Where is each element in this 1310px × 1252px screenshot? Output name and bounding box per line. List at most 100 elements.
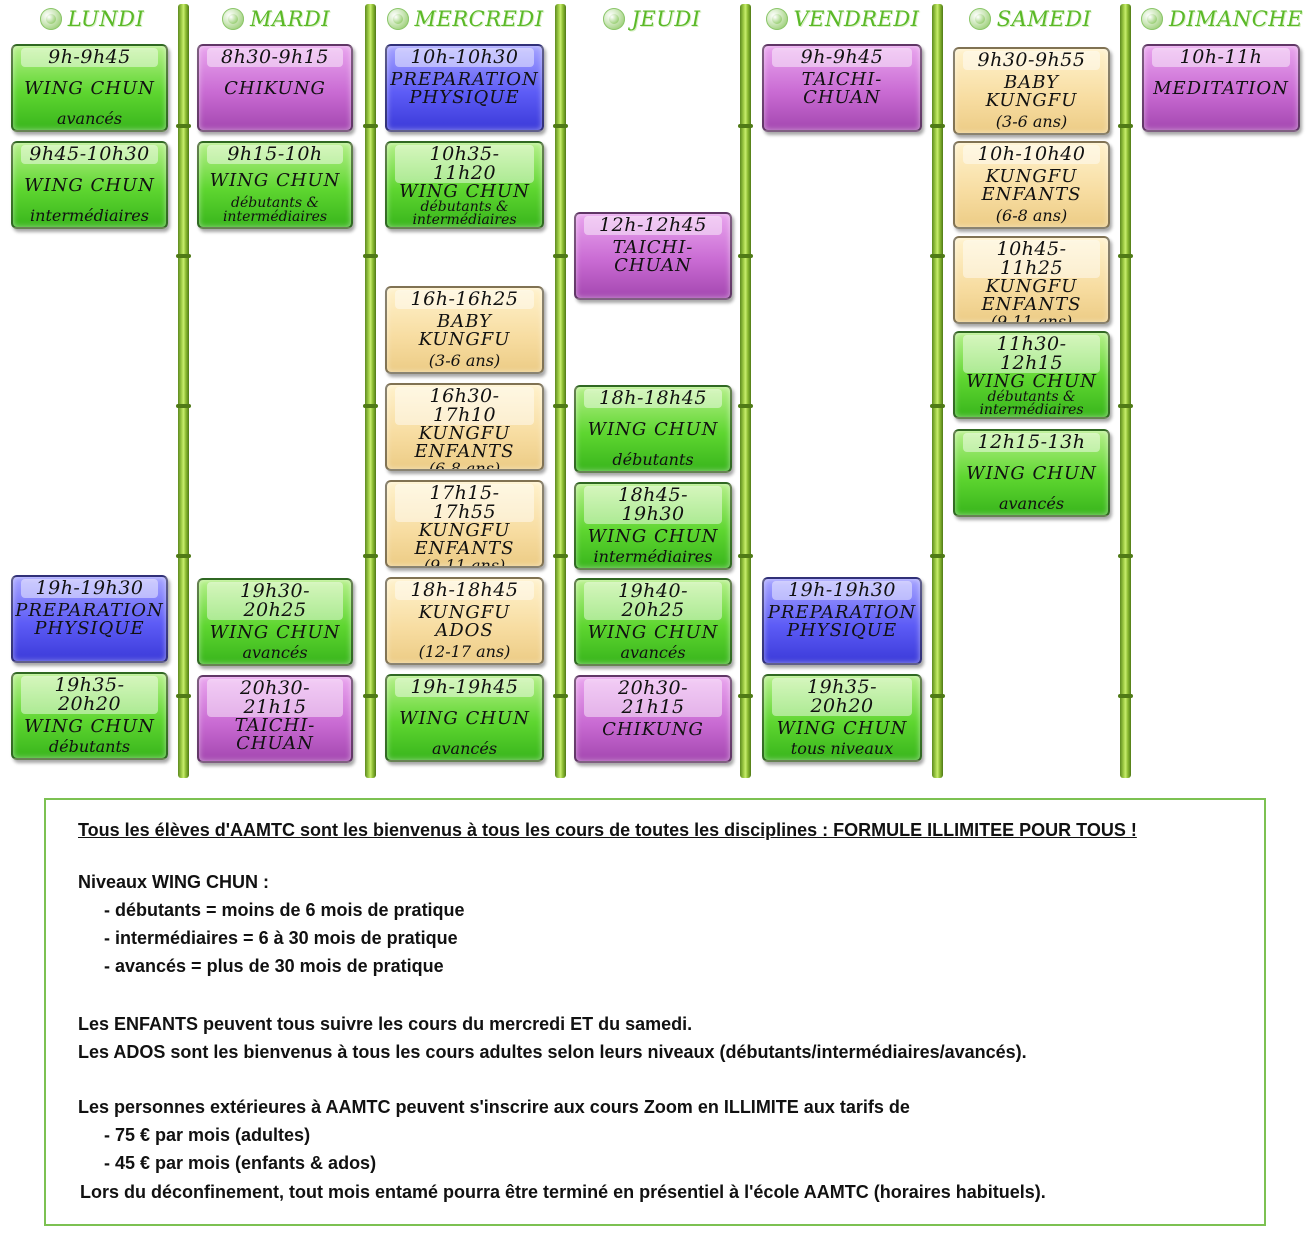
class-time: 16h-16h25 — [395, 290, 534, 309]
deconfinement-note: Lors du déconfinement, tout mois entamé … — [80, 1182, 1046, 1202]
class-level: intermédiaires — [593, 547, 713, 566]
bamboo-node — [1118, 124, 1133, 128]
class-level — [650, 279, 655, 295]
bamboo-node — [738, 554, 753, 558]
class-time: 10h35-11h20 — [395, 145, 534, 183]
class-name: KUNGFU ENFANTS — [981, 276, 1082, 315]
day-label: MERCREDI — [414, 7, 544, 31]
yin-yang-icon — [603, 8, 626, 30]
class-time: 9h30-9h55 — [962, 51, 1101, 70]
bamboo-node — [553, 554, 568, 558]
class-level: avancés — [56, 109, 123, 128]
class-level: avancés — [242, 643, 308, 662]
class-time: 12h15-13h — [962, 433, 1101, 452]
class-time: 19h40-20h25 — [584, 582, 722, 620]
yin-yang-icon — [968, 8, 991, 30]
bamboo-divider — [363, 4, 378, 778]
class-time: 11h30-12h15 — [962, 335, 1101, 373]
bamboo-divider — [176, 4, 191, 778]
bamboo-divider — [738, 4, 753, 778]
day-header-lundi: LUNDI — [12, 4, 172, 34]
class-level — [650, 742, 655, 758]
class-level — [272, 753, 277, 761]
bamboo-node — [930, 124, 945, 128]
class-name: CHIKUNG — [224, 78, 326, 99]
yin-yang-icon — [765, 8, 788, 30]
class-name: WING CHUN — [24, 175, 155, 196]
class-level — [839, 644, 844, 660]
class-level: débutants — [48, 737, 131, 756]
bamboo-node — [363, 554, 378, 558]
class-level — [1218, 111, 1223, 127]
bamboo-node — [1118, 554, 1133, 558]
class-name: TAICHI-CHUAN — [234, 715, 316, 754]
bamboo-node — [930, 254, 945, 258]
class-level: (3-6 ans) — [428, 351, 501, 370]
class-level: débutants — [612, 450, 694, 469]
bamboo-node — [553, 694, 568, 698]
class-name: CHIKUNG — [602, 718, 704, 740]
class-name: WING CHUN — [209, 621, 341, 643]
bamboo-node — [176, 404, 191, 408]
class-level — [272, 111, 277, 127]
info-box: Tous les élèves d'AAMTC sont les bienven… — [44, 798, 1266, 1226]
day-label: SAMEDI — [996, 7, 1092, 31]
day-header-jeudi: JEUDI — [572, 4, 732, 34]
class-name: WING CHUN — [966, 371, 1097, 392]
class-time: 9h15-10h — [206, 145, 344, 164]
day-label: MARDI — [249, 7, 331, 31]
weekly-schedule: LUNDI MARDI MERCREDI JEUDI VENDREDI SAME… — [11, 4, 1302, 778]
class-name: KUNGFU ENFANTS — [981, 166, 1082, 205]
class-time: 17h15-17h55 — [395, 484, 534, 522]
class-level: intermédiaires — [30, 206, 149, 225]
class-name: PREPARATION PHYSIQUE — [15, 600, 164, 639]
class-level: (3-6 ans) — [995, 112, 1068, 131]
day-label: VENDREDI — [793, 7, 920, 31]
class-name: KUNGFU ENFANTS — [414, 520, 515, 559]
class-name: MEDITATION — [1153, 78, 1289, 99]
class-time: 19h30-20h25 — [206, 582, 344, 620]
class-name: WING CHUN — [399, 181, 530, 202]
class-time: 20h30-21h15 — [206, 679, 344, 717]
bamboo-node — [176, 254, 191, 258]
class-name: WING CHUN — [587, 621, 719, 643]
class-level: (6-8 ans) — [995, 206, 1068, 225]
class-time: 9h-9h45 — [772, 48, 912, 67]
class-level: avancés — [620, 643, 686, 662]
class-time: 10h-11h — [1152, 48, 1290, 67]
class-time: 12h-12h45 — [584, 216, 722, 235]
class-name: WING CHUN — [776, 717, 908, 739]
class-time: 19h-19h45 — [395, 678, 534, 697]
bamboo-node — [176, 694, 191, 698]
class-time: 16h30-17h10 — [395, 387, 534, 425]
class-time: 19h35-20h20 — [20, 676, 159, 714]
class-name: KUNGFU ENFANTS — [414, 423, 515, 462]
level-intermediate: - intermédiaires = 6 à 30 mois de pratiq… — [104, 928, 458, 948]
unlimited-note: Tous les élèves d'AAMTC sont les bienven… — [78, 820, 1137, 840]
yin-yang-icon — [221, 8, 244, 30]
class-name: BABY KUNGFU — [418, 311, 511, 350]
class-level: débutants & intermédiaires — [222, 195, 328, 225]
bamboo-node — [738, 404, 753, 408]
price-adults: - 75 € par mois (adultes) — [104, 1125, 311, 1145]
class-name: WING CHUN — [24, 78, 155, 99]
day-header-mercredi: MERCREDI — [380, 4, 550, 34]
class-level — [839, 111, 844, 127]
